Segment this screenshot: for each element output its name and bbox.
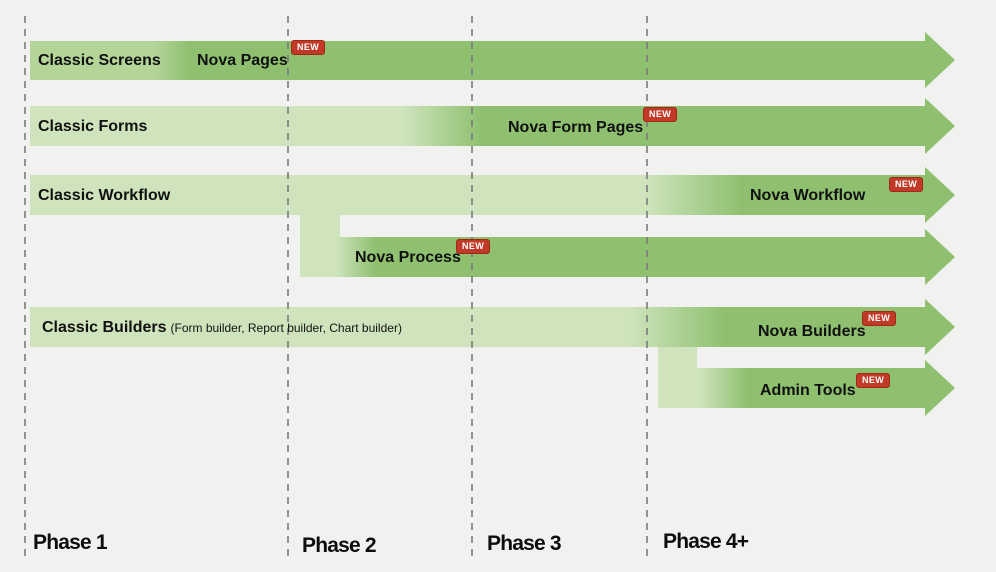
classic-forms-label: Classic Forms <box>38 118 148 135</box>
admin-tools-label: Admin Tools <box>760 382 856 399</box>
phase-3-label: Phase 3 <box>487 532 562 555</box>
arrow-head-icon <box>925 167 955 223</box>
arrow-head-icon <box>925 299 955 355</box>
arrow-shaft <box>30 307 925 347</box>
classic-builders-sublabel: (Form builder, Report builder, Chart bui… <box>170 321 402 335</box>
phase-4-label: Phase 4+ <box>663 530 749 553</box>
new-badge: NEW <box>456 239 491 254</box>
phase-divider-2 <box>287 16 289 560</box>
phase-2-label: Phase 2 <box>302 534 377 557</box>
arrow-head-icon <box>925 32 955 88</box>
new-badge: NEW <box>889 177 924 192</box>
classic-workflow-label: Classic Workflow <box>38 187 171 204</box>
new-badge: NEW <box>856 373 891 388</box>
nova-builders-label: Nova Builders <box>758 323 866 340</box>
new-badge: NEW <box>291 40 326 55</box>
nova-process-label: Nova Process <box>355 249 461 266</box>
phase-divider-4 <box>646 16 648 560</box>
phase-divider-3 <box>471 16 473 560</box>
arrow-shaft <box>30 175 925 215</box>
arrow-shaft <box>300 237 925 277</box>
classic-builders-title: Classic Builders <box>42 319 167 336</box>
classic-builders-label: Classic Builders(Form builder, Report bu… <box>42 320 402 336</box>
classic-screens-label: Classic Screens <box>38 52 161 69</box>
phase-1-label: Phase 1 <box>33 531 108 554</box>
nova-form-pages-label: Nova Form Pages <box>508 119 644 136</box>
nova-pages-label: Nova Pages <box>197 52 288 69</box>
arrow-shaft <box>30 106 925 146</box>
arrow-shaft <box>30 41 925 80</box>
arrow-head-icon <box>925 98 955 154</box>
nova-workflow-label: Nova Workflow <box>750 187 866 204</box>
arrow-head-icon <box>925 229 955 285</box>
new-badge: NEW <box>862 311 897 326</box>
phase-divider-1 <box>24 16 26 560</box>
new-badge: NEW <box>643 107 678 122</box>
arrow-head-icon <box>925 360 955 416</box>
